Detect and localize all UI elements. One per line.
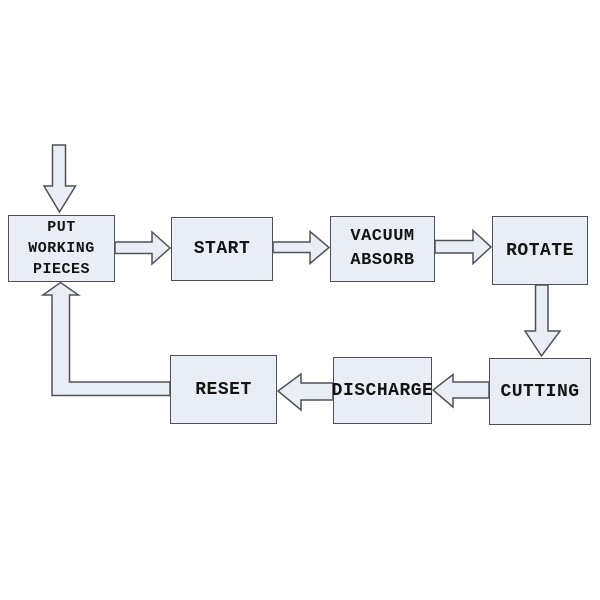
arrow-reset-to-put-elbow: [40, 281, 171, 397]
node-rotate: ROTATE: [492, 216, 588, 285]
node-cutting: CUTTING: [489, 358, 591, 425]
arrow-put-to-start: [114, 230, 172, 266]
entry-down-arrow: [42, 144, 77, 214]
node-start-label: START: [193, 239, 251, 259]
node-put-working-pieces-label: PUT WORKING PIECES: [28, 219, 95, 278]
node-vacuum-absorb: VACUUM ABSORB: [330, 216, 435, 282]
node-put-working-pieces: PUT WORKING PIECES: [8, 215, 115, 282]
arrow-rotate-to-cutting: [523, 284, 562, 358]
node-reset: RESET: [170, 355, 277, 424]
node-start: START: [171, 217, 273, 281]
node-reset-label: RESET: [195, 379, 252, 400]
arrow-start-to-vacuum: [272, 229, 331, 266]
node-rotate-label: ROTATE: [506, 240, 574, 261]
node-discharge-label: DISCHARGE: [331, 380, 434, 401]
node-vacuum-absorb-label: VACUUM ABSORB: [350, 227, 415, 270]
arrow-discharge-to-reset: [276, 372, 334, 412]
arrow-vacuum-to-rotate: [434, 228, 493, 266]
node-discharge: DISCHARGE: [331, 357, 434, 424]
arrow-cutting-to-discharge: [431, 372, 490, 409]
node-cutting-label: CUTTING: [500, 381, 580, 402]
